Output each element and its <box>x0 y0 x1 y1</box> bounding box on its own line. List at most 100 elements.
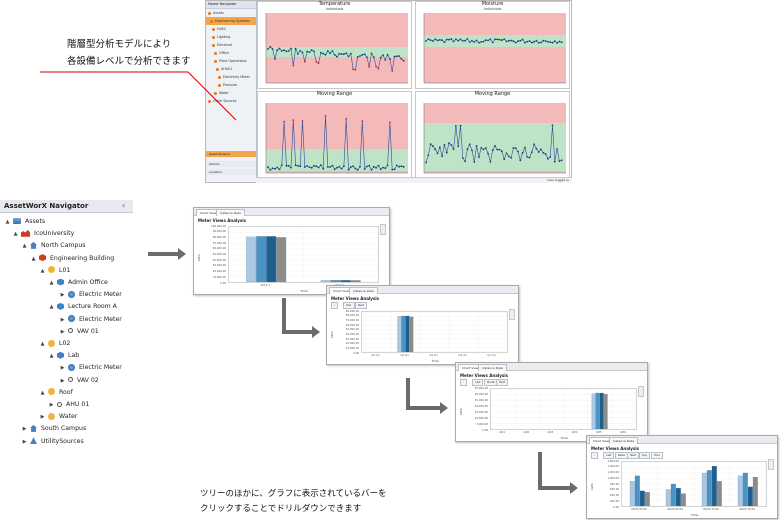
side-toolbar[interactable] <box>509 309 515 320</box>
expand-arrow-icon[interactable]: ▶ <box>40 414 45 421</box>
tree-node-lab[interactable]: ▲Lab <box>49 350 79 362</box>
period-button[interactable]: Hour <box>651 452 664 459</box>
model-tree-item[interactable]: Office <box>206 49 256 57</box>
expand-arrow-icon[interactable]: ▶ <box>22 426 27 433</box>
expand-arrow-icon[interactable]: ▶ <box>60 365 65 372</box>
bar[interactable] <box>644 492 650 506</box>
model-tree-tab-alarms[interactable]: Alarms <box>206 161 256 167</box>
model-tree-item[interactable]: Water <box>206 89 256 97</box>
tree-node-utilitysources[interactable]: ▶UtilitySources <box>22 436 84 448</box>
tree-node-south-campus[interactable]: ▶South Campus <box>22 423 86 435</box>
collapse-arrow-icon[interactable]: ▲ <box>31 255 36 262</box>
collapse-arrow-icon[interactable]: ▲ <box>22 243 27 250</box>
period-button[interactable]: ‹ <box>460 379 468 386</box>
model-tree-item[interactable]: Assets <box>206 9 256 17</box>
bar[interactable] <box>629 481 635 506</box>
bar[interactable] <box>330 280 341 282</box>
bar[interactable] <box>246 236 257 282</box>
collapse-arrow-icon[interactable]: ▲ <box>40 389 45 396</box>
bar[interactable] <box>591 393 596 429</box>
expand-arrow-icon[interactable]: ▶ <box>60 377 65 384</box>
expand-arrow-icon[interactable]: ▶ <box>49 402 54 408</box>
bar[interactable] <box>634 475 640 506</box>
tree-node-electric-meter[interactable]: ▶Electric Meter <box>60 314 122 326</box>
tree-node-water[interactable]: ▶Water <box>40 411 77 423</box>
bar[interactable] <box>603 393 608 429</box>
tree-node-electric-meter[interactable]: ▶Electric Meter <box>60 362 122 374</box>
expand-arrow-icon[interactable]: ▶ <box>60 328 65 335</box>
tree-node-admin-office[interactable]: ▲Admin Office <box>49 277 108 289</box>
tree-node-electric-meter[interactable]: ▶Electric Meter <box>60 289 122 301</box>
model-tree-tab-location[interactable]: Location <box>206 169 256 175</box>
period-button[interactable]: Day <box>639 452 651 459</box>
bar[interactable] <box>680 493 686 506</box>
bar[interactable] <box>595 392 600 429</box>
model-tree-item[interactable]: Other Sources <box>206 97 256 105</box>
bar[interactable] <box>639 490 645 506</box>
model-tree-item[interactable]: Lighting <box>206 33 256 41</box>
bar[interactable] <box>675 488 681 506</box>
period-button[interactable]: Last <box>603 452 615 459</box>
bar[interactable] <box>276 237 287 282</box>
bar[interactable] <box>401 315 406 352</box>
tree-node-lecture-room-a[interactable]: ▲Lecture Room A <box>49 301 117 313</box>
bar[interactable] <box>320 280 331 282</box>
bar[interactable] <box>599 392 604 429</box>
bar[interactable] <box>706 470 712 506</box>
period-button[interactable]: ‹ <box>331 302 339 309</box>
bar[interactable] <box>350 280 361 282</box>
bar[interactable] <box>742 472 748 506</box>
side-toolbar[interactable] <box>768 459 774 470</box>
model-tree-item[interactable]: Plant Operations <box>206 57 256 65</box>
model-tree-item[interactable]: Electrical <box>206 41 256 49</box>
model-tree-item[interactable]: Electricity Meter <box>206 73 256 81</box>
bar[interactable] <box>397 316 402 352</box>
bar[interactable] <box>266 236 277 282</box>
period-button[interactable]: ‹ <box>591 452 599 459</box>
tree-node-vav-02[interactable]: ▶VAV 02 <box>60 375 99 387</box>
collapse-arrow-icon[interactable]: ▲ <box>40 267 45 274</box>
collapse-arrow-icon[interactable]: ▲ <box>49 304 54 311</box>
bar[interactable] <box>670 483 676 506</box>
expand-arrow-icon[interactable]: ▶ <box>22 438 27 445</box>
tree-node-assets[interactable]: ▲Assets <box>5 216 45 228</box>
bar[interactable] <box>752 477 758 506</box>
tab-instance-data[interactable]: Instance Data <box>609 437 638 444</box>
bar[interactable] <box>340 280 351 282</box>
bar[interactable] <box>737 475 743 506</box>
expand-arrow-icon[interactable]: ▶ <box>60 292 65 299</box>
bar[interactable] <box>256 236 267 282</box>
expand-arrow-icon[interactable]: ▶ <box>60 316 65 323</box>
period-button[interactable]: Last <box>472 379 484 386</box>
side-toolbar[interactable] <box>638 386 644 397</box>
bar[interactable] <box>716 481 722 506</box>
tab-instance-data[interactable]: Instance Data <box>478 364 507 371</box>
tree-node-ahu-01[interactable]: ▶AHU 01 <box>49 399 90 411</box>
chevron-left-icon[interactable]: ‹ <box>122 201 126 210</box>
tree-node-north-campus[interactable]: ▲North Campus <box>22 240 86 252</box>
collapse-arrow-icon[interactable]: ▲ <box>49 280 54 286</box>
bar[interactable] <box>711 465 717 506</box>
model-tree-tab-sensors[interactable]: Asset Sensors <box>206 151 256 157</box>
side-toolbar[interactable] <box>380 224 386 235</box>
collapse-arrow-icon[interactable]: ▲ <box>40 341 45 347</box>
bar[interactable] <box>747 486 753 506</box>
tree-node-engineering-building[interactable]: ▲Engineering Building <box>31 253 114 265</box>
tree-node-l02[interactable]: ▲L02 <box>40 338 70 350</box>
bar[interactable] <box>665 489 671 507</box>
model-tree-item[interactable]: AHU01 <box>206 65 256 73</box>
tab-instance-data[interactable]: Instance Data <box>349 287 378 294</box>
tab-instance-data[interactable]: Instance Data <box>216 209 245 216</box>
collapse-arrow-icon[interactable]: ▲ <box>5 219 10 225</box>
bar[interactable] <box>409 316 414 352</box>
collapse-arrow-icon[interactable]: ▲ <box>13 231 18 238</box>
period-button[interactable]: Next <box>627 452 640 459</box>
period-button[interactable]: Next <box>355 302 368 309</box>
tree-node-vav-01[interactable]: ▶VAV 01 <box>60 326 99 338</box>
bar[interactable] <box>405 315 410 352</box>
collapse-arrow-icon[interactable]: ▲ <box>49 353 54 360</box>
tree-node-icouniversity[interactable]: ▲IcoUniversity <box>13 228 74 240</box>
model-tree-item[interactable]: Engineering Systems <box>206 17 256 25</box>
tree-node-l01[interactable]: ▲L01 <box>40 265 70 277</box>
model-tree-item[interactable]: Pressure <box>206 81 256 89</box>
